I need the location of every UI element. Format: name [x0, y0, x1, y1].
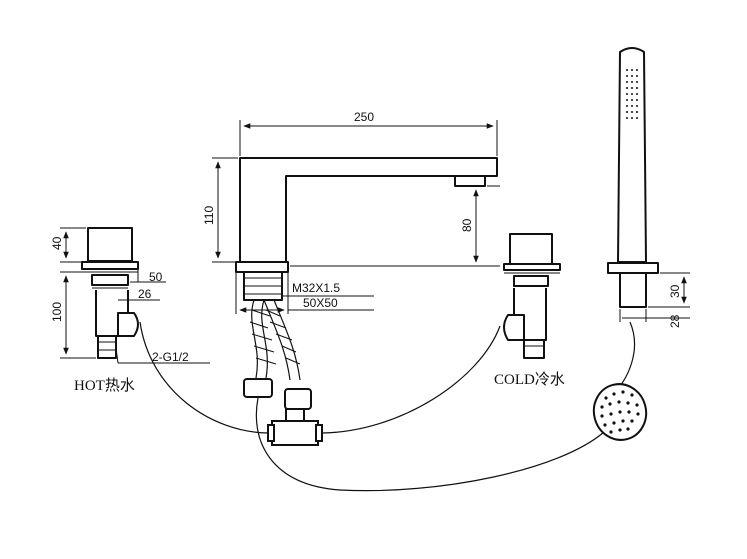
hand-shower-spray-holes [626, 69, 638, 119]
spout [235, 157, 498, 301]
hose-nut-left [243, 378, 273, 398]
dim-inlet-thread: 2-G1/2 [152, 350, 189, 364]
tee-left-port [267, 424, 275, 442]
hand-shower-holder-body [619, 272, 647, 308]
hot-valve-side-outlet [118, 312, 139, 337]
cold-supply-line [321, 325, 501, 434]
dim-spout-outlet-height: 80 [460, 218, 474, 232]
cold-valve-handle [509, 233, 553, 265]
label-cold: COLD冷水 [494, 371, 565, 388]
hot-valve-collar [91, 274, 129, 286]
supply-lines [139, 321, 636, 492]
dim-valve-handle-height: 40 [50, 236, 64, 250]
handshower-hose [255, 397, 605, 492]
tee-body [271, 420, 319, 446]
hot-valve-dimensions: 40 100 50 26 2-G1/2 [50, 227, 210, 364]
cold-valve-collar [513, 275, 549, 287]
hot-valve-handle [87, 227, 133, 262]
cold-valve-body [513, 288, 547, 341]
dim-valve-body-width: 26 [138, 287, 152, 301]
dim-valve-body-height: 100 [50, 302, 64, 322]
hot-valve-body [95, 290, 129, 337]
spout-arm [239, 157, 498, 263]
hose-right-a [263, 299, 291, 381]
tee-top-port [285, 408, 305, 422]
dim-spout-height: 110 [202, 206, 216, 225]
label-hot: HOT热水 [74, 377, 135, 394]
cold-valve-side-outlet [503, 314, 524, 341]
hand-shower-dimensions: 30 28 [619, 272, 690, 328]
hose-left-a [251, 299, 258, 379]
cold-valve-inlet [523, 339, 545, 359]
hand-shower [607, 47, 659, 308]
spout-outlet [454, 175, 486, 187]
dim-holder-width: 28 [668, 314, 682, 328]
hose-right-b [273, 299, 301, 381]
dim-spout-length: 250 [354, 110, 374, 124]
dim-holder-height: 30 [668, 284, 682, 298]
tee-right-port [315, 424, 323, 442]
tee-connector [267, 408, 323, 446]
hand-shower-holder-flange [607, 262, 659, 274]
braided-hoses [243, 299, 312, 410]
hot-valve-inlet [97, 335, 117, 359]
cold-valve-flange [503, 263, 561, 271]
shower-head [592, 383, 648, 441]
spout-dimensions: 250 110 80 M32X1.5 50X50 [202, 110, 500, 314]
hot-valve-flange [81, 261, 139, 270]
dim-spout-base: 50X50 [303, 296, 338, 310]
hand-shower-handle [617, 47, 647, 263]
hose-left-b [261, 299, 268, 379]
dim-valve-flange-width: 50 [149, 270, 163, 284]
hot-supply-line [139, 321, 269, 434]
hot-valve [81, 227, 139, 359]
cold-valve [503, 233, 561, 359]
dim-spout-thread: M32X1.5 [292, 281, 340, 295]
hose-nut-right [284, 388, 312, 410]
spout-flange [235, 261, 289, 273]
